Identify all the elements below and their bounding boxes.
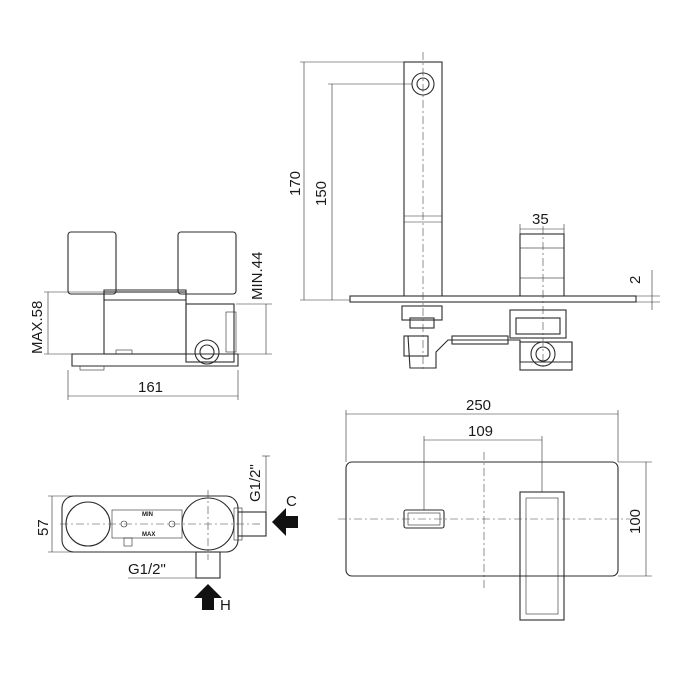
front-handle-width-label: 35 [532, 211, 549, 228]
side-view: MAX.58 MIN.44 161 [29, 231, 272, 400]
body-max-label: MAX [142, 532, 155, 538]
thread-bottom-label: G1/2" [128, 561, 166, 578]
face-plate-view: 250 109 100 [338, 397, 652, 621]
front-plate-thickness-label: 2 [627, 276, 644, 284]
inlet-c-label: C [286, 493, 297, 510]
side-width-label: 161 [138, 379, 163, 396]
side-min-label: MIN.44 [249, 252, 266, 300]
inlet-h-arrow-icon [194, 584, 222, 610]
inlet-h-label: H [220, 597, 231, 614]
plate-height-label: 100 [627, 509, 644, 534]
side-max-label: MAX.58 [29, 301, 46, 354]
body-top-view: MIN MAX 57 G1/2" G1/2" C H [35, 455, 298, 614]
inlet-c-arrow-icon [272, 508, 298, 536]
front-spout-height-label: 150 [313, 181, 330, 206]
front-total-height-label: 170 [287, 171, 304, 196]
thread-top-label: G1/2" [247, 464, 264, 502]
plate-width-label: 250 [466, 397, 491, 414]
plate-center-distance-label: 109 [468, 423, 493, 440]
body-min-label: MIN [142, 512, 153, 518]
front-view: 170 150 35 2 [287, 52, 660, 371]
body-depth-label: 57 [35, 519, 52, 536]
